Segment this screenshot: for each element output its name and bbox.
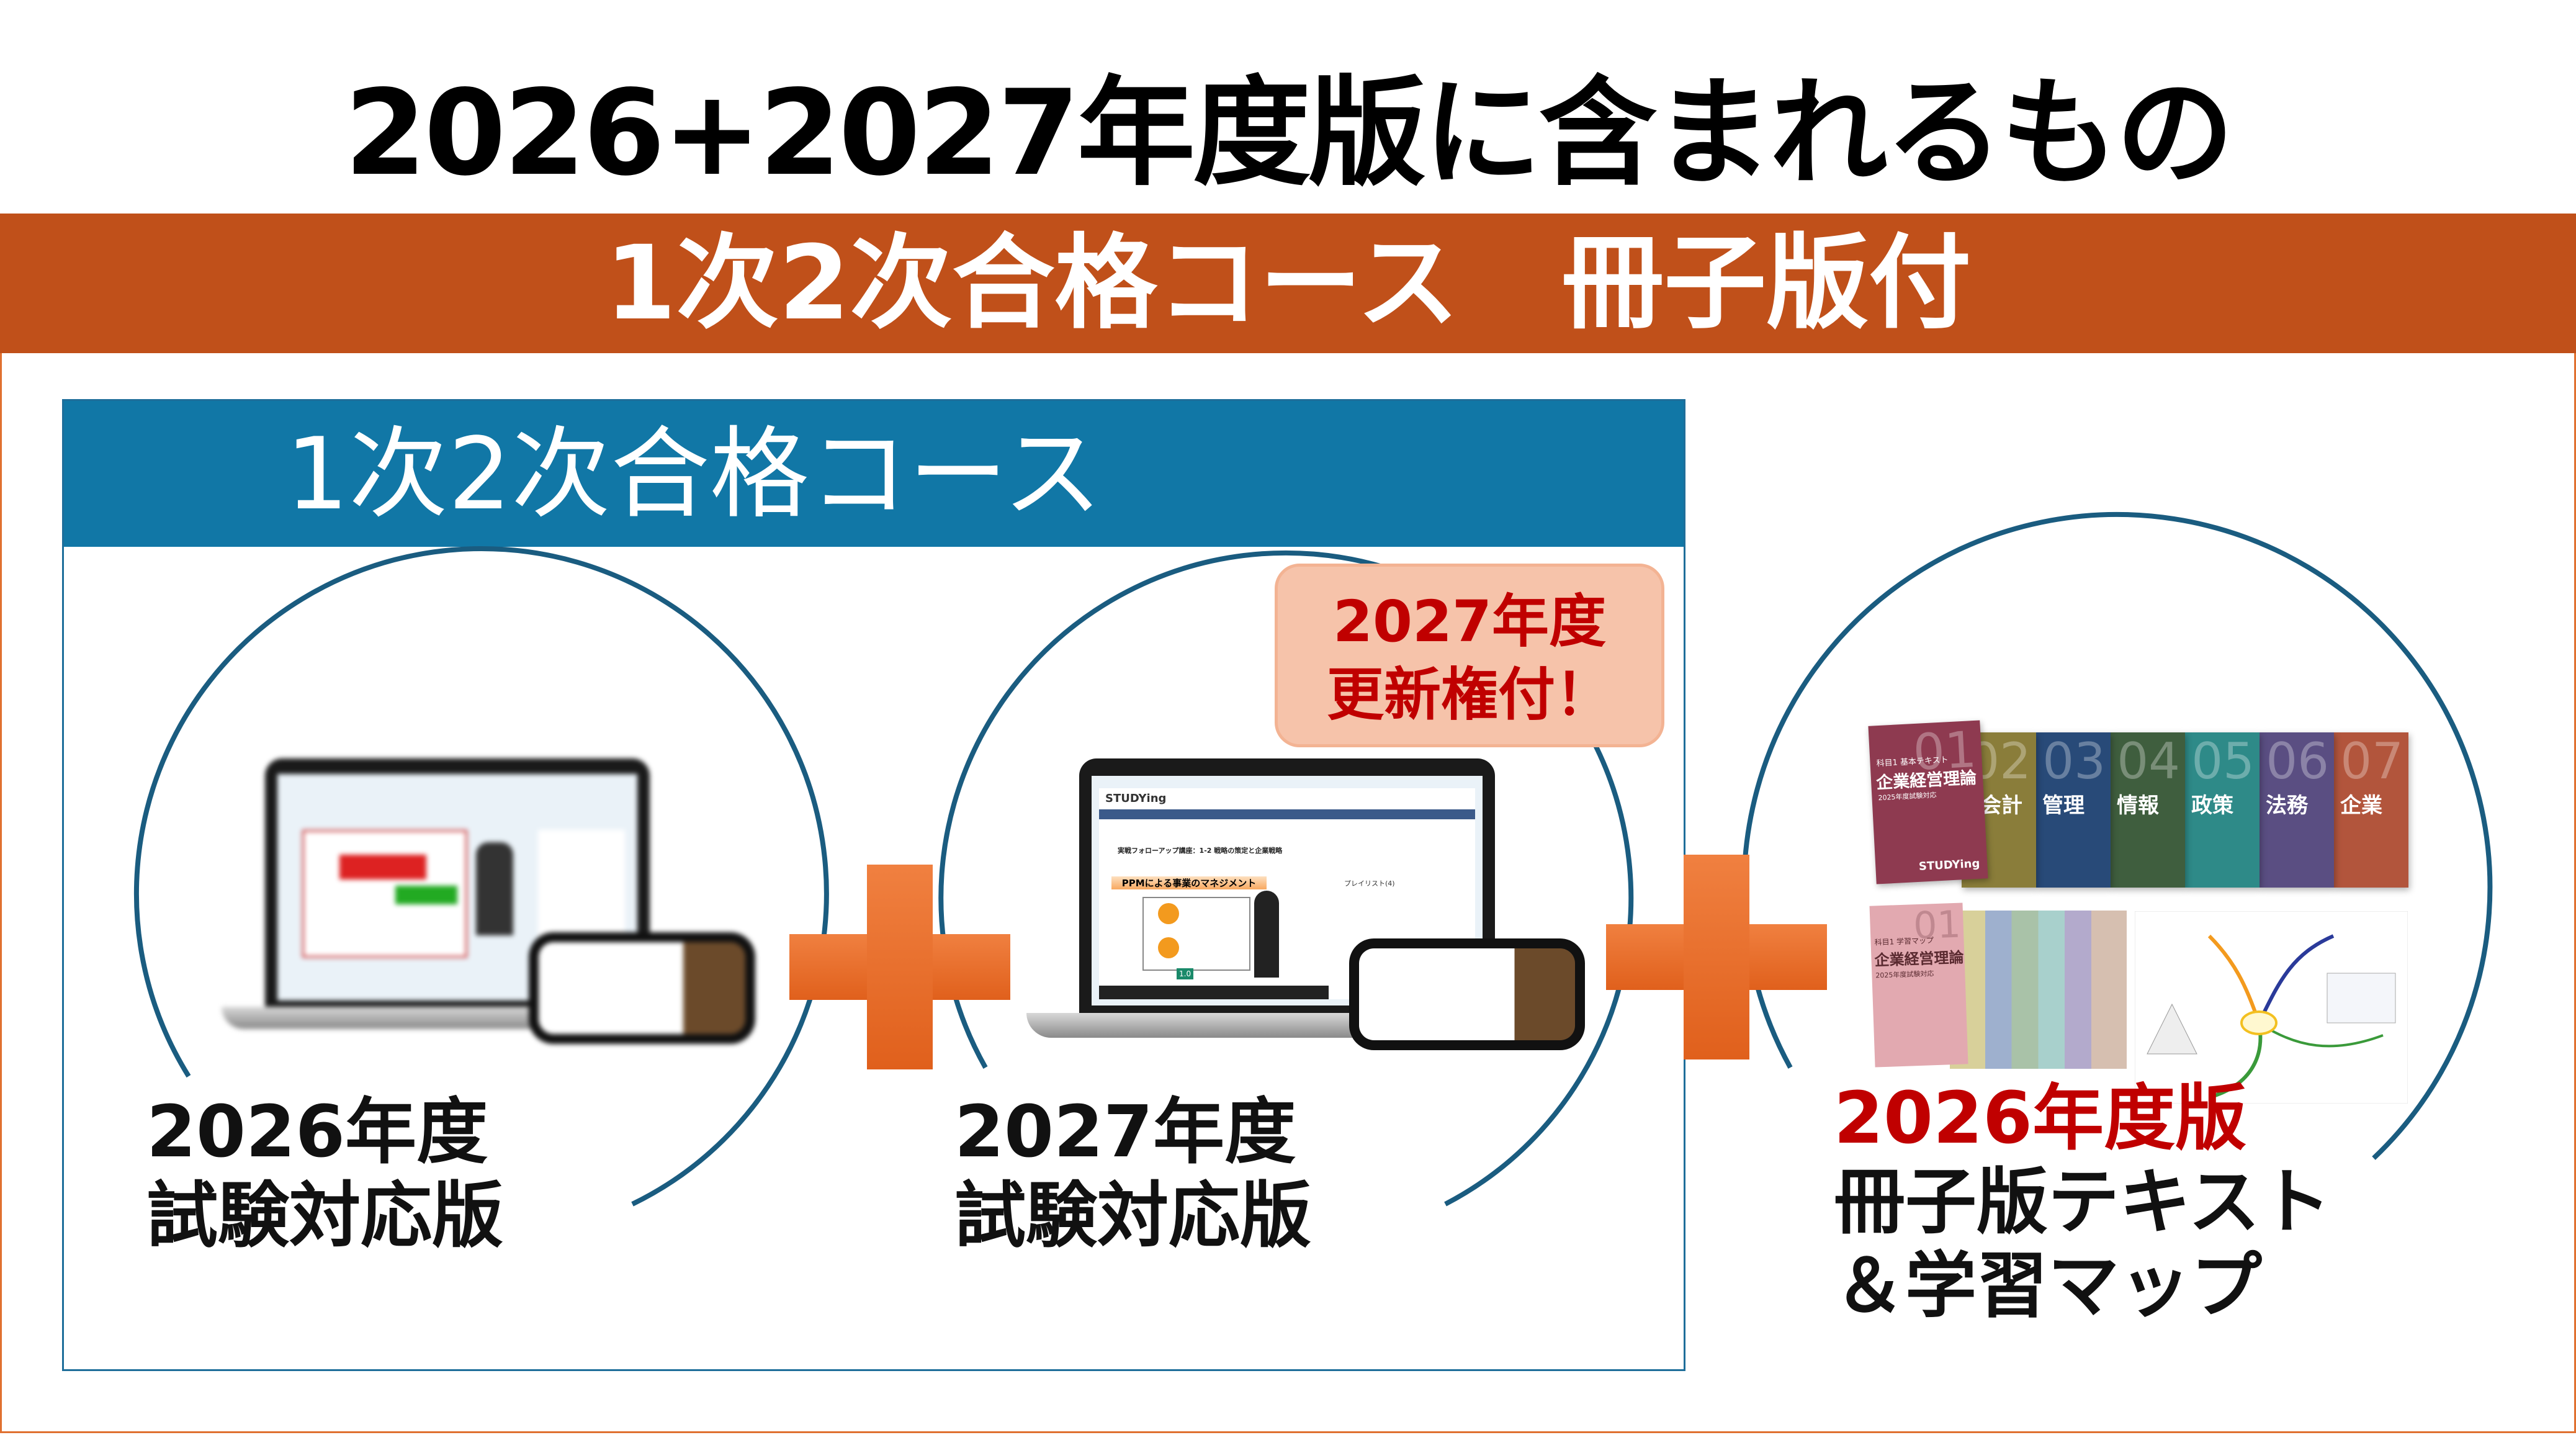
speed-indicator: 1.0 [1177, 968, 1194, 979]
item-textbook-label: 2026年度版 冊子版テキスト ＆学習マップ [1834, 1077, 2331, 1328]
item-2027-label: 2027年度 試験対応版 [954, 1091, 1311, 1258]
study-map-books: 01 科目1 学習マップ 企業経営理論 2025年度試験対応 [1869, 902, 2127, 1069]
circle-arc-3 [1741, 512, 2493, 1160]
playlist-label: プレイリスト(4) [1344, 879, 1395, 888]
item-label-line: 2026年度版 [1834, 1077, 2247, 1160]
circle-arc-1 [133, 546, 829, 1207]
course-band-title: 1次2次合格コース 冊子版付 [0, 214, 2576, 353]
badge-line2: 更新権付！ [1326, 662, 1612, 728]
slide-title: PPMによる事業のマネジメント [1111, 876, 1267, 889]
page-title: 2026+2027年度版に含まれるもの [344, 65, 2234, 202]
lecture-title: 実戦フォローアップ講座：1-2 戦略の策定と企業戦略 [1118, 847, 1283, 855]
item-label-line: 2026年度 [146, 1091, 488, 1174]
book-cover-main: 01 科目1 基本テキスト 企業経営理論 2025年度試験対応 STUDYing [1868, 720, 1988, 884]
outer-frame [0, 353, 2576, 1433]
item-label-line: 冊子版テキスト [1834, 1161, 2331, 1244]
item-label-line: 試験対応版 [954, 1174, 1312, 1257]
item-label-line: ＆学習マップ [1834, 1244, 2263, 1328]
study-map-image [2135, 911, 2408, 1104]
laptop-2026-mockup [222, 758, 755, 1044]
item-label-line: 試験対応版 [146, 1174, 504, 1257]
course-box-title: 1次2次合格コース [285, 416, 1102, 532]
item-2026-label: 2026年度 試験対応版 [146, 1091, 503, 1258]
plus-icon [789, 865, 1010, 1069]
item-label-line: 2027年度 [954, 1091, 1296, 1174]
plus-icon [1606, 855, 1827, 1059]
badge-line1: 2027年度 [1332, 588, 1607, 655]
app-logo: STUDYing [1105, 792, 1167, 805]
update-rights-badge: 2027年度 更新権付！ [1275, 564, 1664, 747]
course-box-header: 1次2次合格コース [64, 401, 1684, 547]
laptop-2027-mockup: STUDYing 実戦フォローアップ講座：1-2 戦略の策定と企業戦略 PPMに… [1026, 758, 1585, 1050]
